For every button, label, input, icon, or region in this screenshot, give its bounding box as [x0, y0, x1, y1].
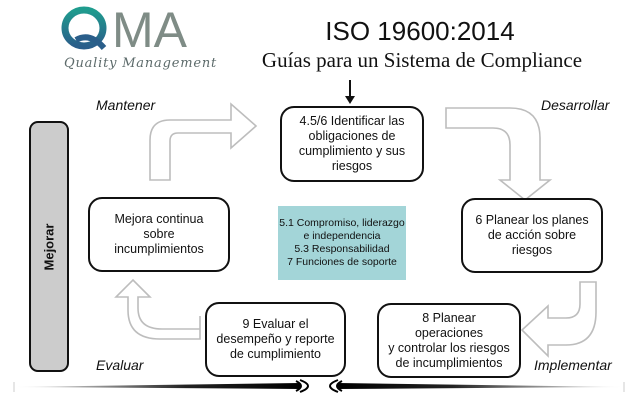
mejorar-label: Mejorar [41, 223, 57, 270]
step-mejora: Mejora continua sobre incumplimientos [88, 197, 230, 272]
qma-logo: MA [61, 4, 188, 54]
step-operaciones: 8 Planear operaciones y controlar los ri… [377, 303, 521, 378]
page-subtitle: Guías para un Sistema de Compliance [261, 48, 583, 72]
phase-implementar: Implementar [534, 357, 612, 373]
step-identificar: 4.5/6 Identificar las obligaciones de cu… [280, 106, 424, 182]
curved-arrow-right-icon [149, 102, 258, 181]
page-title: ISO 19600:2014 [325, 16, 515, 46]
phase-evaluar: Evaluar [96, 357, 144, 373]
curved-arrow-down-icon [445, 107, 553, 202]
center-support-box: 5.1 Compromiso, liderazgo e independenci… [278, 206, 406, 280]
curved-arrow-up-icon [114, 278, 201, 340]
logo-ma-text: MA [112, 4, 188, 54]
curved-arrow-left-icon [520, 281, 597, 358]
phase-desarrollar: Desarrollar [541, 97, 610, 113]
step-planear: 6 Planear los planes de acción sobre rie… [461, 198, 603, 273]
step-evaluar: 9 Evaluar el desempeño y reporte de cump… [205, 302, 346, 377]
logo-tagline: Quality Management [64, 56, 218, 71]
decorative-divider [13, 379, 625, 393]
down-arrow-icon [345, 80, 355, 104]
mejorar-bar: Mejorar [29, 121, 69, 372]
phase-mantener: Mantener [96, 97, 156, 113]
